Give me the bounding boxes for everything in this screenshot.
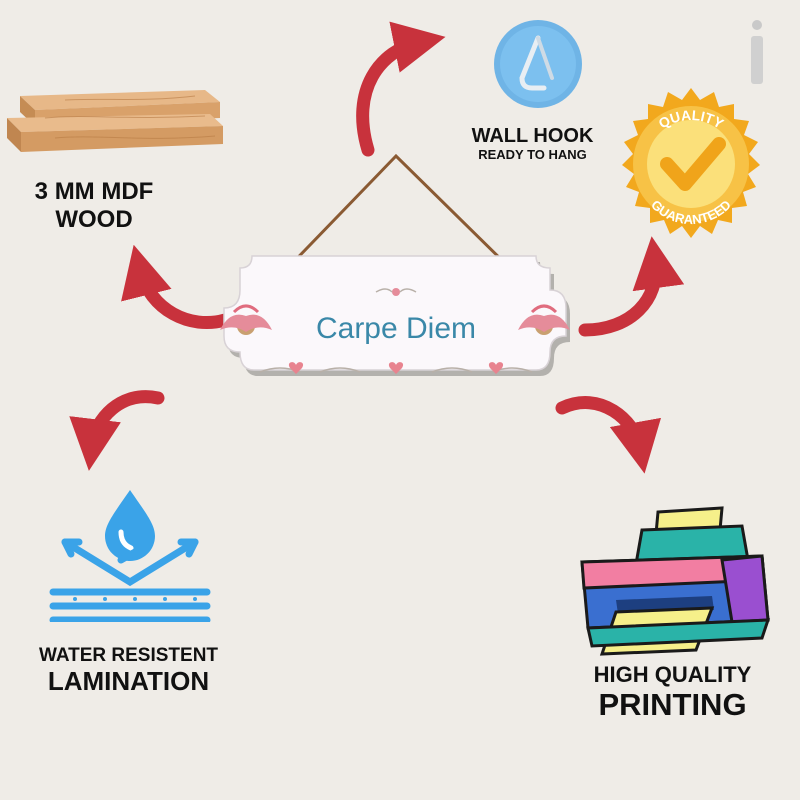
arrow-to-water: [69, 390, 165, 471]
sign-bottom-border: [259, 362, 533, 374]
water-label: WATER RESISTENT LAMINATION: [26, 645, 231, 697]
printing-label: HIGH QUALITY PRINTING: [580, 662, 765, 723]
arrow-to-quality: [578, 236, 685, 337]
brand-logo-icon: [747, 18, 767, 86]
wood-label-line2: WOOD: [55, 205, 133, 233]
water-label-line2: LAMINATION: [47, 665, 210, 696]
wood-label-line1: 3 MM MDF: [34, 178, 154, 205]
printing-label-line1: HIGH QUALITY: [593, 662, 752, 687]
sign-ornament-left: [220, 304, 272, 335]
water-label-line1: WATER RESISTENT: [38, 645, 219, 666]
wood-label: 3 MM MDF WOOD: [14, 178, 174, 233]
quality-badge-icon: QUALITY GUARANTEED: [607, 86, 775, 254]
sign-board: [223, 255, 567, 371]
hook-label: WALL HOOK READY TO HANG: [455, 125, 610, 163]
arrow-to-hook: [356, 21, 446, 157]
hanging-sign: Carpe Diem: [220, 153, 570, 376]
sign-top-flourish: [375, 288, 417, 296]
hanging-rope: [278, 153, 520, 278]
hook-label-line2: READY TO HANG: [478, 147, 587, 162]
sign-title: Carpe Diem: [316, 312, 476, 345]
hook-label-line1: WALL HOOK: [471, 125, 594, 147]
printer-icon: [572, 500, 772, 660]
wood-planks-icon: [5, 88, 225, 160]
printing-label-line2: PRINTING: [598, 687, 747, 723]
sign-ornament-right: [518, 304, 570, 335]
water-drop-icon: [45, 482, 215, 622]
arrow-to-wood: [121, 244, 232, 330]
arrow-to-printing: [555, 396, 661, 474]
wall-hook-icon: [492, 18, 584, 110]
